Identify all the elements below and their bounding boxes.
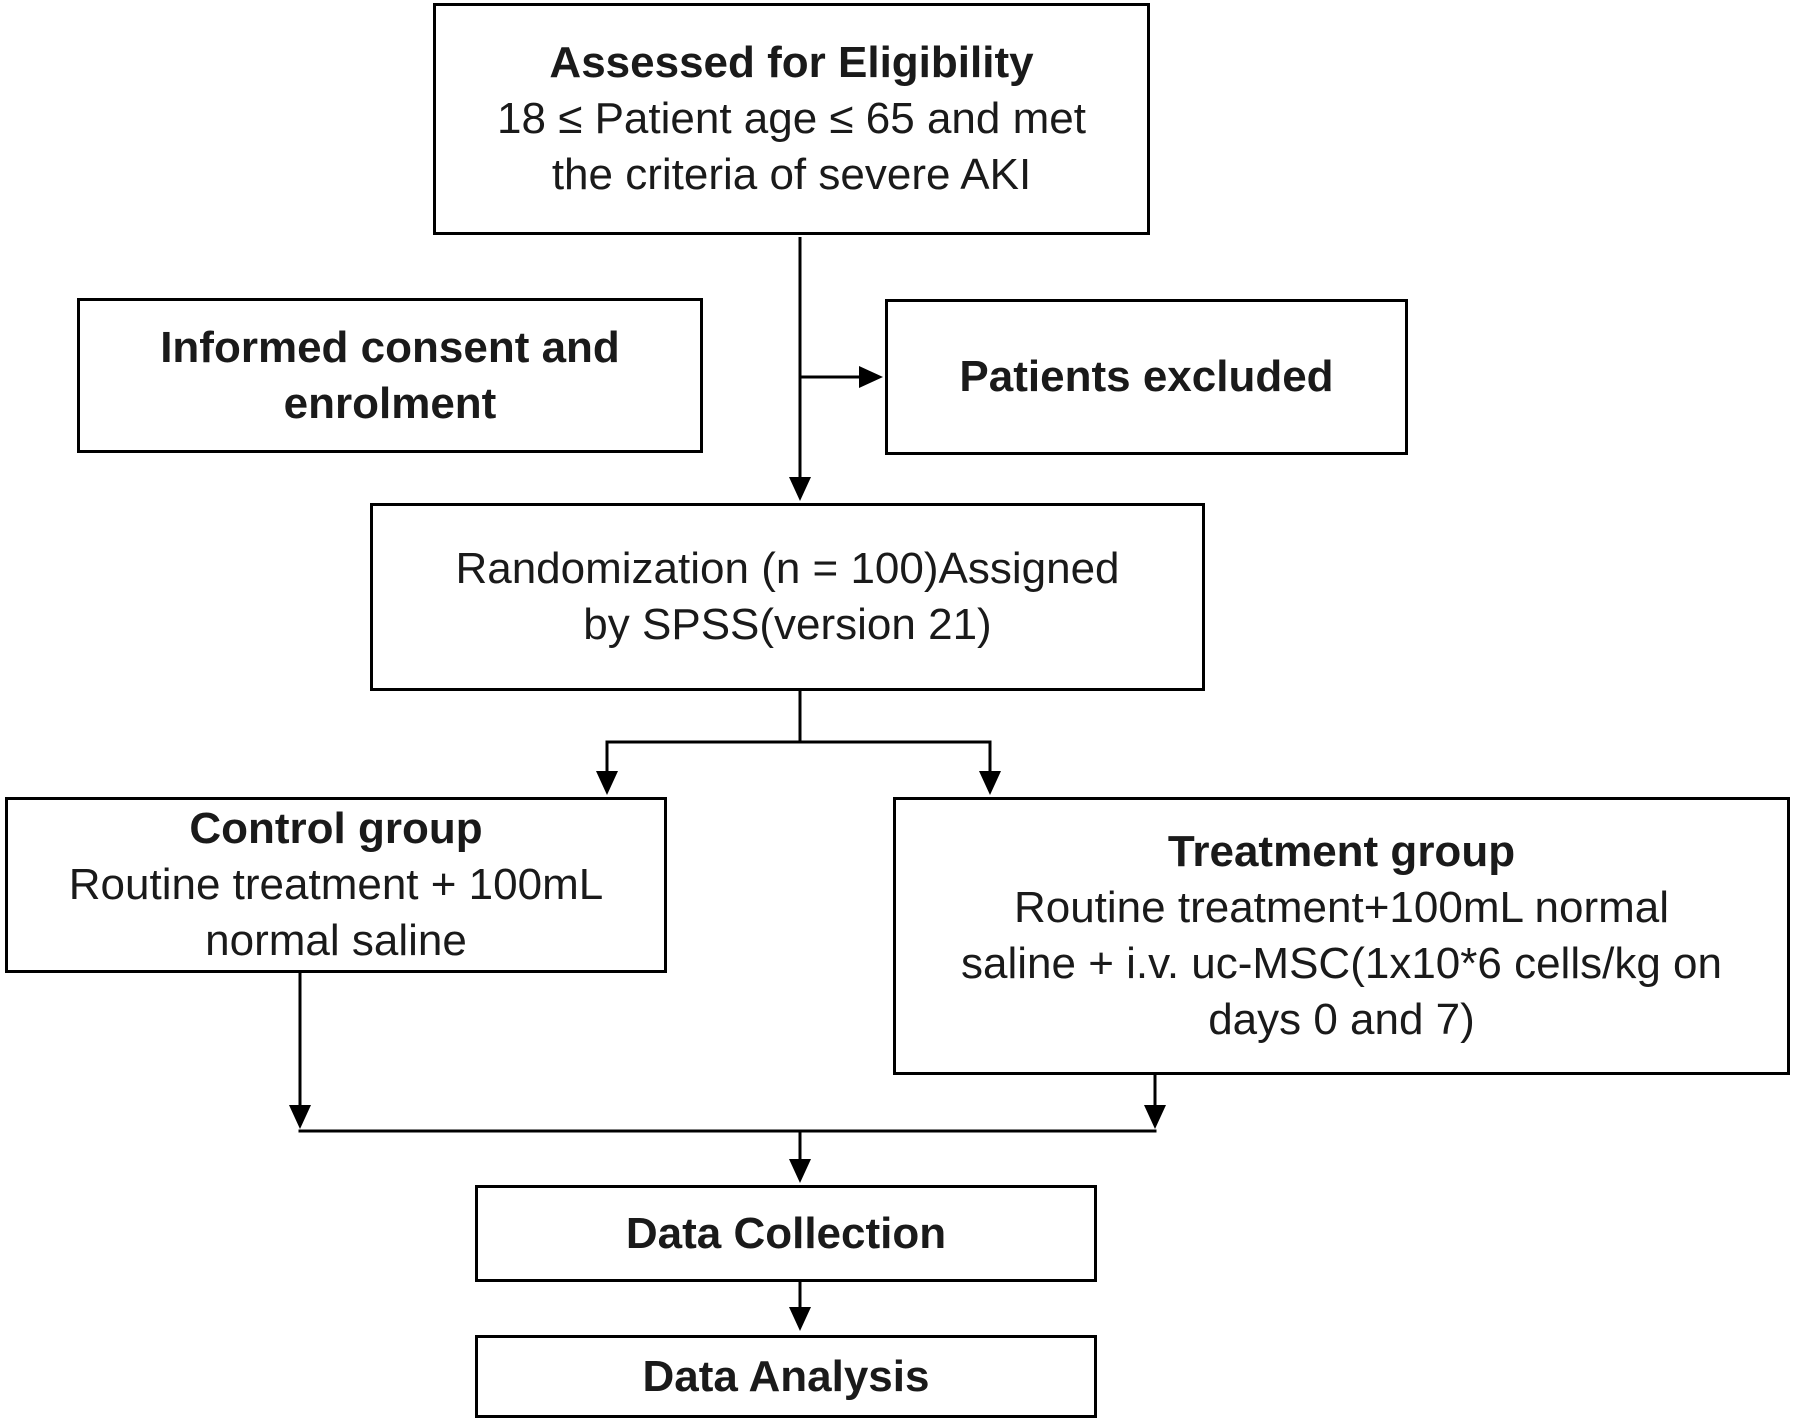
treatment-group-body-line-3: days 0 and 7)	[1208, 995, 1475, 1044]
node-patients-excluded: Patients excluded	[885, 299, 1408, 455]
node-data-analysis: Data Analysis	[475, 1335, 1097, 1418]
node-assessed-for-eligibility: Assessed for Eligibility 18 ≤ Patient ag…	[433, 3, 1150, 235]
arrowhead-into-patients-excluded	[859, 366, 883, 388]
control-group-body-line-1: Routine treatment + 100mL	[68, 860, 604, 909]
node-treatment-group: Treatment group Routine treatment+100mL …	[893, 797, 1790, 1075]
arrowhead-treatment-to-merge	[1144, 1105, 1166, 1129]
data-collection-title: Data Collection	[625, 1208, 947, 1258]
node-randomization: Randomization (n = 100)Assigned by SPSS(…	[370, 503, 1205, 691]
eligibility-body-line-2: the criteria of severe AKI	[551, 150, 1032, 199]
treatment-group-title: Treatment group	[1167, 827, 1516, 876]
arrowhead-into-data-analysis	[789, 1307, 811, 1331]
eligibility-title: Assessed for Eligibility	[549, 38, 1034, 87]
eligibility-body-line-1: 18 ≤ Patient age ≤ 65 and met	[497, 94, 1086, 143]
arrowhead-into-treatment-group	[979, 771, 1001, 795]
control-group-title: Control group	[189, 804, 483, 853]
treatment-group-body-line-2: saline + i.v. uc-MSC(1x10*6 cells/kg on	[961, 939, 1722, 988]
arrowhead-into-data-collection	[789, 1159, 811, 1183]
randomization-line-2: by SPSS(version 21)	[583, 600, 992, 649]
patients-excluded-title: Patients excluded	[959, 352, 1334, 401]
node-data-collection: Data Collection	[475, 1185, 1097, 1282]
informed-consent-line-2: enrolment	[283, 378, 497, 428]
data-analysis-title: Data Analysis	[642, 1351, 930, 1401]
treatment-group-body-line-1: Routine treatment+100mL normal	[1013, 883, 1670, 932]
node-informed-consent: Informed consent and enrolment	[77, 298, 703, 453]
node-control-group: Control group Routine treatment + 100mL …	[5, 797, 667, 973]
control-group-body-line-2: normal saline	[205, 916, 467, 965]
arrowhead-into-randomization	[789, 477, 811, 501]
randomization-line-1: Randomization (n = 100)Assigned	[455, 544, 1120, 593]
arrowhead-control-to-merge	[289, 1105, 311, 1129]
arrowhead-into-control-group	[596, 771, 618, 795]
informed-consent-line-1: Informed consent and	[160, 322, 620, 372]
